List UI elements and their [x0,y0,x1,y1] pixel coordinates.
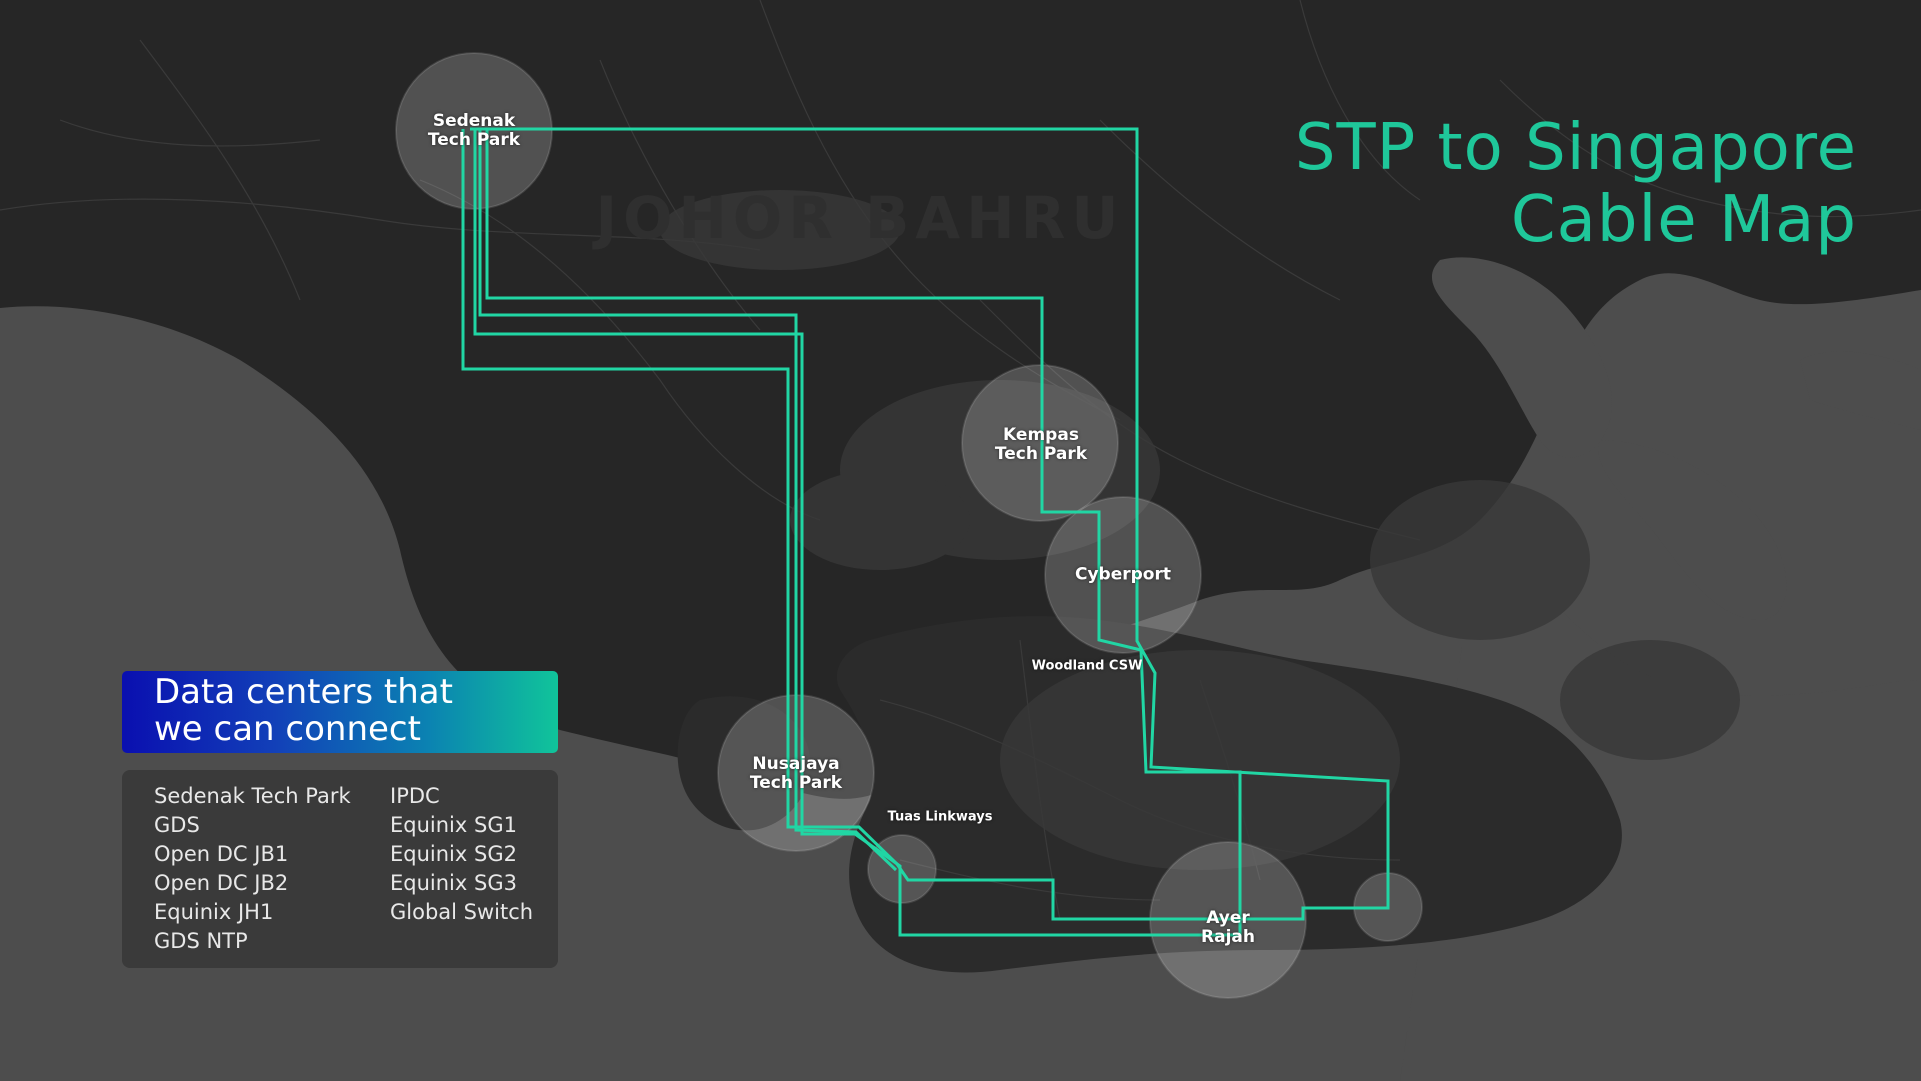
legend-item: Sedenak Tech Park [154,784,351,808]
legend-item: Open DC JB2 [154,871,289,895]
cyberport-circle [1044,496,1202,654]
johor-bahru-label: JOHOR BAHRU [592,184,1125,252]
legend-item: Equinix SG2 [390,842,517,866]
cable-route-3 [478,129,898,872]
map-title-line2: Cable Map [1510,183,1857,257]
cable-routes [461,127,1390,937]
legend-item: IPDC [390,784,440,808]
legend-header: Data centers that we can connect [122,671,558,753]
legend-item: Global Switch [390,900,534,924]
map-title: STP to Singapore Cable Map [1295,112,1857,256]
ayer-rajah-label: Ayer Rajah [1201,908,1255,947]
legend-list: Sedenak Tech Park GDS Open DC JB1 Open D… [122,770,558,968]
legend-item: Equinix SG3 [390,871,517,895]
kempas-circle [961,364,1119,522]
legend-item: Open DC JB1 [154,842,289,866]
urban-texture [660,190,1740,870]
map-title-line1: STP to Singapore [1294,111,1857,185]
cyberport-label: Cyberport [1075,564,1171,585]
legend-title: Data centers that we can connect [154,672,453,749]
legend-column-2: IPDC Equinix SG1 Equinix SG2 Equinix SG3… [390,782,533,927]
legend-column-1: Sedenak Tech Park GDS Open DC JB1 Open D… [154,782,351,956]
sedenak-label: Sedenak Tech Park [427,111,521,150]
legend-item: Equinix SG1 [390,813,517,837]
nusajaya-label: Nusajaya Tech Park [749,754,843,793]
cable-route-1 [461,127,1390,921]
kempas-label: Kempas Tech Park [994,425,1088,464]
legend-item: GDS NTP [154,929,248,953]
woodland-label: Woodland CSW [1031,658,1143,674]
legend-item: GDS [154,813,200,837]
legend-item: Equinix JH1 [154,900,274,924]
tuas-label: Tuas Linkways [887,809,993,825]
cable-route-2 [473,129,1242,937]
